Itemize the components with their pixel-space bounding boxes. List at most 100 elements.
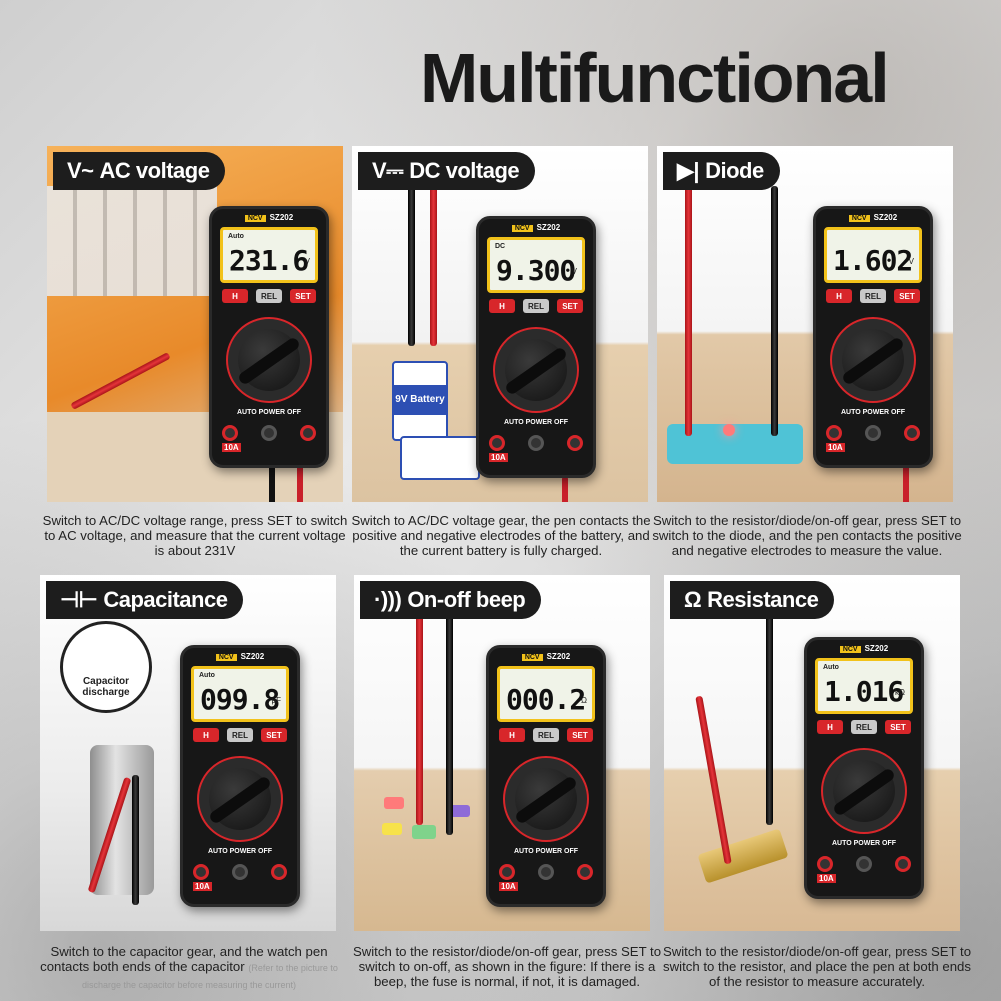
rel-button[interactable]: REL — [860, 289, 886, 303]
red-probe — [685, 186, 692, 436]
auto-power-off-label: AUTO POWER OFF — [840, 409, 906, 416]
lcd-mode: Auto — [199, 672, 215, 679]
rotary-dial[interactable] — [226, 317, 312, 403]
rotary-dial[interactable] — [830, 317, 916, 403]
resistor — [697, 828, 789, 884]
panel-title: AC voltage — [99, 158, 210, 183]
auto-power-off-label: AUTO POWER OFF — [513, 848, 579, 855]
red-wire — [903, 446, 909, 502]
set-button[interactable]: SET — [894, 289, 920, 303]
lcd-reading: 099.8 — [200, 683, 280, 716]
set-button[interactable]: SET — [567, 728, 593, 742]
hold-button[interactable]: H — [222, 289, 248, 303]
rel-button[interactable]: REL — [523, 299, 549, 313]
tab-dc-voltage: V⎓ DC voltage — [358, 152, 536, 190]
caption-on-off-beep: Switch to the resistor/diode/on-off gear… — [352, 944, 662, 989]
set-button[interactable]: SET — [261, 728, 287, 742]
hold-button[interactable]: H — [489, 299, 515, 313]
lcd-display: Auto 099.8 μF — [191, 666, 289, 722]
panel-title: Capacitance — [103, 587, 228, 612]
tab-resistance: Ω Resistance — [670, 581, 835, 619]
jack-10a-label: 10A — [193, 882, 212, 891]
lcd-display: Auto 1.016 kΩ — [815, 658, 913, 714]
ac-voltage-icon: V~ — [67, 158, 94, 183]
led — [723, 424, 735, 436]
tab-ac-voltage: V~ AC voltage — [53, 152, 226, 190]
lcd-reading: 231.6 — [229, 244, 309, 277]
rotary-dial[interactable] — [821, 748, 907, 834]
lcd-mode: Auto — [228, 233, 244, 240]
panel-title: Diode — [705, 158, 764, 183]
caption-note: (Refer to the picture to discharge the c… — [81, 963, 338, 990]
rel-button[interactable]: REL — [851, 720, 877, 734]
fuse-yellow — [382, 823, 402, 835]
lcd-display: 1.602 V — [824, 227, 922, 283]
lcd-reading: 1.016 — [824, 675, 904, 708]
rotary-dial[interactable] — [197, 756, 283, 842]
lcd-reading: 000.2 — [506, 683, 586, 716]
lcd-mode: DC — [495, 243, 506, 250]
caption-main: Switch to the capacitor gear, and the wa… — [40, 944, 328, 974]
red-probe — [416, 585, 423, 825]
set-button[interactable]: SET — [557, 299, 583, 313]
tab-capacitance: ⊣⊢ Capacitance — [46, 581, 244, 619]
jack-10a-label: 10A — [499, 882, 518, 891]
black-probe — [408, 186, 415, 346]
lcd-display: DC 9.300 V — [487, 237, 585, 293]
dc-voltage-icon: V⎓ — [372, 158, 404, 183]
input-jacks — [222, 425, 316, 441]
auto-power-off-label: AUTO POWER OFF — [831, 840, 897, 847]
rotary-dial[interactable] — [503, 756, 589, 842]
red-probe — [430, 186, 437, 346]
input-jacks — [193, 864, 287, 880]
panel-title: DC voltage — [409, 158, 520, 183]
lcd-reading: 9.300 — [496, 254, 576, 287]
rel-button[interactable]: REL — [533, 728, 559, 742]
set-button[interactable]: SET — [885, 720, 911, 734]
capacitance-icon: ⊣⊢ — [60, 587, 98, 612]
black-probe — [771, 186, 778, 436]
breaker-panel — [47, 186, 217, 296]
meter-buttons: H REL SET — [826, 289, 920, 303]
rel-button[interactable]: REL — [227, 728, 253, 742]
lcd-unit: V — [908, 257, 914, 266]
battery-label: 9V Battery — [394, 385, 446, 415]
black-wire — [269, 442, 275, 502]
hold-button[interactable]: H — [817, 720, 843, 734]
caption-dc-voltage: Switch to AC/DC voltage gear, the pen co… — [351, 513, 651, 558]
input-jacks — [489, 435, 583, 451]
panel-title: Resistance — [707, 587, 819, 612]
rel-button[interactable]: REL — [256, 289, 282, 303]
lcd-unit: Ω — [581, 696, 587, 705]
hold-button[interactable]: H — [193, 728, 219, 742]
bubble-label: Capacitor discharge — [82, 676, 130, 698]
fuse-red — [384, 797, 404, 809]
auto-power-off-label: AUTO POWER OFF — [207, 848, 273, 855]
battery: 9V Battery — [392, 361, 448, 441]
resistance-icon: Ω — [684, 587, 702, 612]
rotary-dial[interactable] — [493, 327, 579, 413]
meter-buttons: H REL SET — [817, 720, 911, 734]
hold-button[interactable]: H — [499, 728, 525, 742]
lcd-unit: μF — [271, 696, 282, 705]
fuse-green — [412, 825, 436, 839]
caption-ac-voltage: Switch to AC/DC voltage range, press SET… — [42, 513, 348, 558]
set-button[interactable]: SET — [290, 289, 316, 303]
auto-power-off-label: AUTO POWER OFF — [236, 409, 302, 416]
caption-resistance: Switch to the resistor/diode/on-off gear… — [662, 944, 972, 989]
lcd-display: 000.2 Ω — [497, 666, 595, 722]
lcd-reading: 1.602 — [833, 244, 913, 277]
hold-button[interactable]: H — [826, 289, 852, 303]
